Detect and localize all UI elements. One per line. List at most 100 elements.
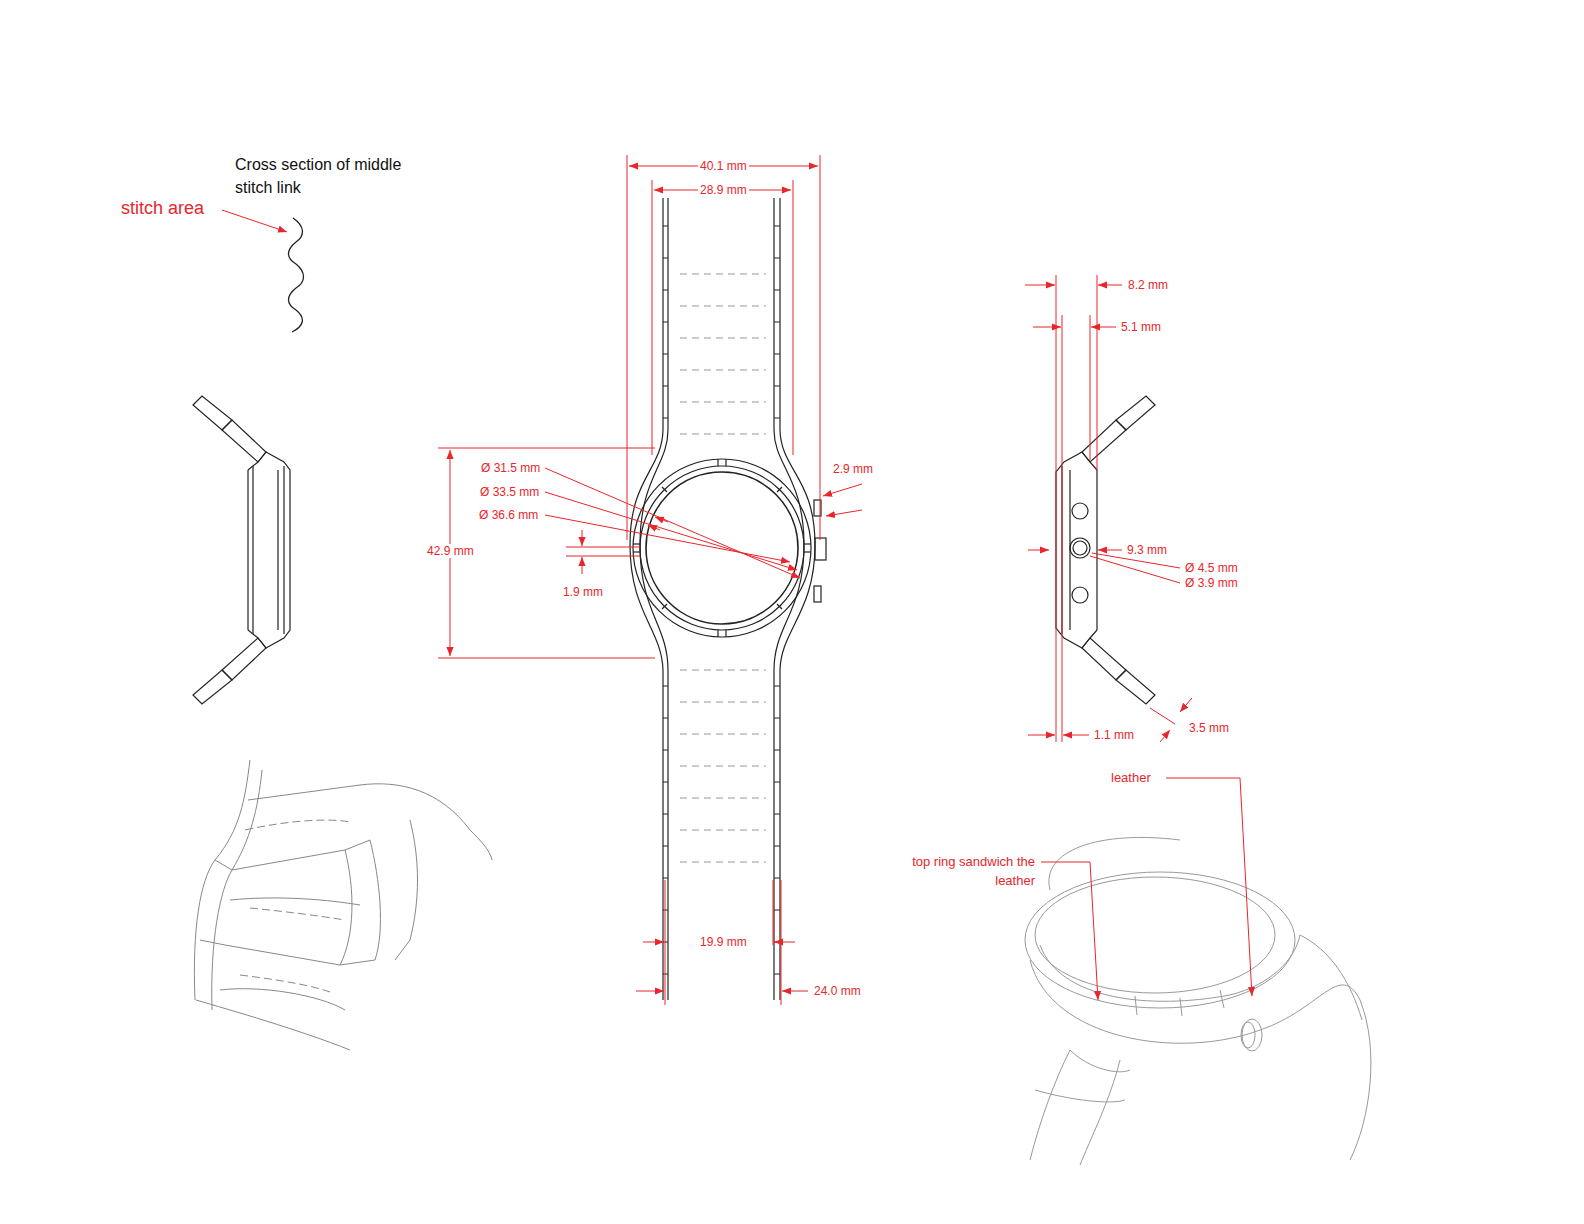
stitch-line <box>680 830 766 831</box>
stitch-line <box>680 402 766 403</box>
link-tick <box>774 718 780 719</box>
stitch-pointer <box>222 210 287 232</box>
left-side-view <box>283 466 284 634</box>
side-dimension-lines <box>1097 275 1098 470</box>
watch-sketch <box>1035 1090 1125 1102</box>
dimension-label: 1.9 mm <box>561 585 605 599</box>
front-view <box>640 430 668 670</box>
front-view <box>773 670 774 1000</box>
stitch-line <box>680 306 766 307</box>
stitch-line <box>680 274 766 275</box>
dimension-label: 42.9 mm <box>425 544 476 558</box>
right-side-view <box>1096 470 1097 630</box>
link-tick <box>774 878 780 879</box>
strap-sketch <box>250 908 345 920</box>
dimension-label: Ø 31.5 mm <box>479 461 542 475</box>
link-tick <box>663 846 668 847</box>
front-view <box>779 198 780 430</box>
watch-sketch <box>1070 1050 1130 1072</box>
dimension-lines <box>627 155 628 540</box>
right-side-view <box>1073 541 1087 555</box>
dimension-label: Ø 36.6 mm <box>477 508 540 522</box>
side-dimension-lines <box>1056 275 1057 742</box>
front-view <box>717 459 718 466</box>
stitch-line <box>680 338 766 339</box>
strap-sketch <box>196 1000 350 1050</box>
strap-sketch <box>370 840 380 960</box>
watch-sketch <box>1030 960 1260 1043</box>
front-view <box>717 630 718 637</box>
stitch-line <box>680 370 766 371</box>
front-view <box>804 551 811 552</box>
front-view <box>662 604 667 609</box>
watch-sketch <box>1025 872 1295 1008</box>
strap-sketch <box>194 760 492 1050</box>
watch-sketch <box>1135 990 1224 1016</box>
dimension-label: Ø 3.9 mm <box>1183 576 1240 590</box>
left-side-view <box>222 420 266 462</box>
right-side-view <box>1090 462 1097 470</box>
side-dimension-lines <box>1098 285 1122 286</box>
dimension-lines <box>826 510 862 516</box>
front-view <box>777 487 782 492</box>
left-side-view <box>248 462 258 470</box>
front-view <box>633 543 640 544</box>
side-dimension-lines <box>1098 550 1122 551</box>
callout-label: stitch area <box>119 197 206 219</box>
watch-sketch <box>1030 1050 1070 1160</box>
strap-sketch <box>470 830 492 860</box>
side-dimension-lines <box>1033 327 1061 328</box>
front-view <box>667 198 668 430</box>
front-view <box>777 604 782 609</box>
left-side-view <box>258 452 290 648</box>
link-tick <box>774 290 780 291</box>
right-side-view <box>1082 638 1126 680</box>
front-view <box>667 670 668 1000</box>
front-view <box>662 198 663 430</box>
strap-sketch <box>194 760 250 1000</box>
link-tick <box>774 782 780 783</box>
right-side-view <box>1056 452 1090 648</box>
side-dimension-lines <box>1028 550 1049 551</box>
dimension-label: Ø 33.5 mm <box>478 485 541 499</box>
dimension-lines <box>582 530 583 546</box>
dimension-label: 1.1 mm <box>1092 728 1136 742</box>
dimension-lines <box>655 517 668 522</box>
stitch-line <box>680 670 766 671</box>
link-tick <box>663 226 668 227</box>
link-tick <box>774 226 780 227</box>
link-tick <box>663 258 668 259</box>
stitch-line <box>680 862 766 863</box>
front-view <box>640 466 804 630</box>
front-view <box>774 430 804 670</box>
link-tick <box>774 354 780 355</box>
right-side-view <box>1116 670 1155 704</box>
section-title: Cross section of middle stitch link <box>233 153 437 199</box>
front-view <box>662 487 667 492</box>
link-tick <box>663 290 668 291</box>
link-tick <box>663 386 668 387</box>
link-tick <box>663 354 668 355</box>
front-view <box>725 459 726 466</box>
right-side-view <box>1072 587 1088 603</box>
side-dimension-lines <box>1090 556 1180 583</box>
link-tick <box>774 846 780 847</box>
dimension-lines <box>582 557 583 574</box>
callout-leaders <box>1166 778 1252 996</box>
front-view <box>633 459 811 637</box>
dimension-lines <box>774 942 795 943</box>
link-tick <box>774 322 780 323</box>
link-tick <box>774 386 780 387</box>
link-tick <box>774 686 780 687</box>
dimension-lines <box>438 658 655 659</box>
dimension-lines <box>773 880 774 945</box>
strap-sketch <box>340 850 352 965</box>
strap-sketch <box>395 820 418 960</box>
dimension-lines <box>782 991 808 992</box>
dimension-lines <box>820 155 821 540</box>
dimension-label: 24.0 mm <box>812 984 863 998</box>
left-side-view <box>193 396 290 704</box>
watch-sketch <box>1080 1060 1120 1165</box>
side-dimension-lines <box>1063 735 1089 736</box>
dimension-label: 9.3 mm <box>1125 543 1169 557</box>
